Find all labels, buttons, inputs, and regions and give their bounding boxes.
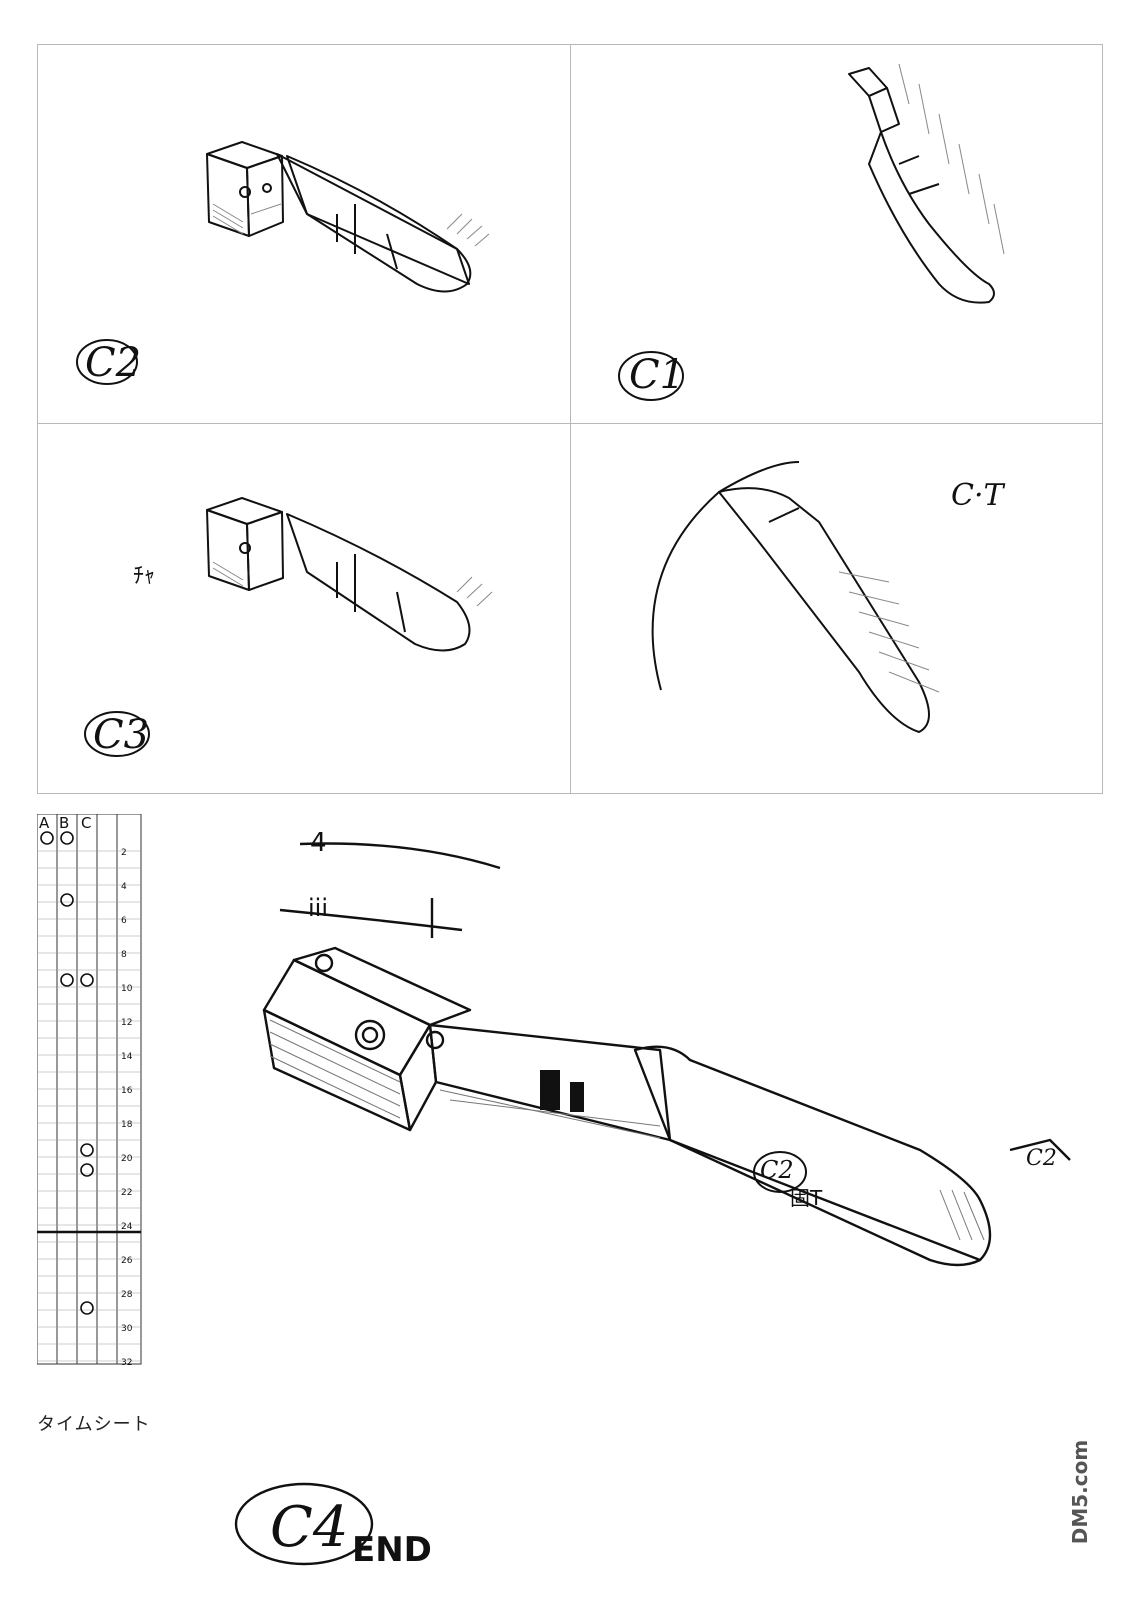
time-sheet-frame-number: 14 xyxy=(121,1052,133,1062)
time-sheet-frame-number: 10 xyxy=(121,984,133,994)
end-cut-label: C4 xyxy=(270,1495,349,1560)
knife-sketch-c4-arc xyxy=(651,461,940,733)
panel-label-c2: C2 xyxy=(85,340,142,386)
panel-top-right: C1 xyxy=(569,44,1101,422)
grid-divider-horizontal xyxy=(38,423,1102,424)
time-sheet-frame-number: 26 xyxy=(121,1256,133,1266)
time-sheet-frame-number: 12 xyxy=(121,1018,133,1028)
panel-top-left: C2 xyxy=(37,44,569,422)
time-sheet-caption: タイムシート xyxy=(37,1414,151,1435)
knife-sketch-c1 xyxy=(618,63,1005,401)
main-inner-label: C2 xyxy=(760,1156,794,1184)
knife-sketch-c2 xyxy=(76,141,490,385)
time-sheet-frame-number: 8 xyxy=(121,950,127,960)
main-inner-note: 固T xyxy=(790,1186,823,1210)
time-sheet-frame-number: 2 xyxy=(121,848,127,858)
main-knife-drawing: 4 iii C2 固T C2 xyxy=(240,820,1120,1460)
time-sheet-frame-number: 28 xyxy=(121,1290,133,1300)
grid-divider-vertical xyxy=(570,45,571,793)
watermark-text: DM5.com xyxy=(1068,1439,1092,1545)
main-sfx-top: 4 xyxy=(310,828,327,858)
panel-bottom-left: C3 ﾁｬ xyxy=(37,422,569,794)
panel-label-c3: C3 xyxy=(93,712,150,758)
panel-note-c3: ﾁｬ xyxy=(133,564,156,589)
main-knife-sketch xyxy=(262,842,1071,1267)
panel-label-c1: C1 xyxy=(629,352,686,398)
time-sheet-grid xyxy=(37,814,142,1365)
time-sheet-frame-number: 6 xyxy=(121,916,127,926)
main-sfx-marks: iii xyxy=(308,894,329,922)
panel-label-c4: C·T xyxy=(951,478,1004,513)
knife-sketch-c3 xyxy=(84,497,493,757)
time-sheet-frame-number: 24 xyxy=(121,1222,133,1232)
time-sheet-frame-number: 22 xyxy=(121,1188,133,1198)
time-sheet-frame-number: 18 xyxy=(121,1120,133,1130)
end-circle xyxy=(234,1482,374,1566)
time-sheet-frame-number: 4 xyxy=(121,882,127,892)
time-sheet-frame-number: 30 xyxy=(121,1324,133,1334)
time-sheet-col-c: C xyxy=(81,814,92,832)
main-tip-note: C2 xyxy=(1026,1146,1057,1171)
storyboard-grid xyxy=(37,44,1103,794)
time-sheet-col-b: B xyxy=(59,814,70,832)
time-sheet-frame-number: 32 xyxy=(121,1358,133,1368)
time-sheet-frame-number: 16 xyxy=(121,1086,133,1096)
time-sheet-col-a: A xyxy=(39,814,50,832)
time-sheet-frame-number: 20 xyxy=(121,1154,133,1164)
end-word: END xyxy=(352,1530,432,1570)
panel-bottom-right: C·T xyxy=(569,422,1101,794)
watermark-logo: DM5.com xyxy=(1060,1410,1092,1580)
